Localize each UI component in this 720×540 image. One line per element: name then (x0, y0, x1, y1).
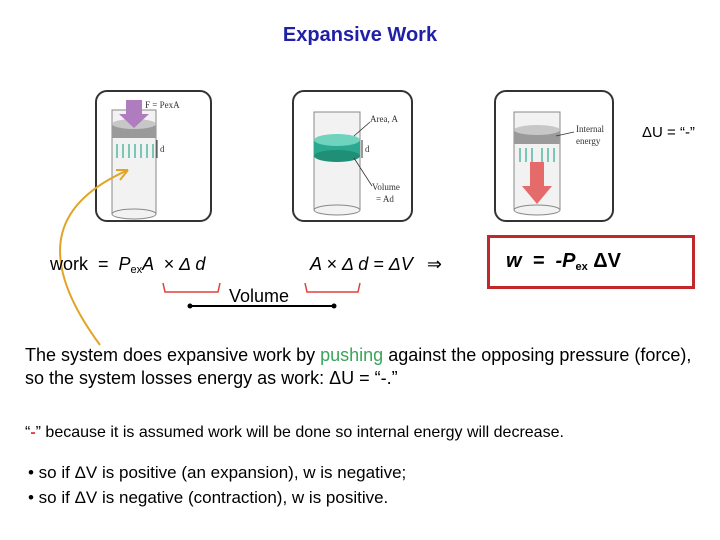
work-equation: work = PexA × Δ d (50, 254, 205, 276)
bullet-negative-contraction: • so if ΔV is negative (contraction), w … (28, 488, 389, 507)
piston-force-panel: F = PexA d (95, 90, 212, 222)
energy-label: energy (576, 136, 601, 146)
work-formula-box (487, 235, 695, 289)
volume-equation: A × Δ d = ΔV ⇒ (310, 254, 442, 275)
work-formula: w = -Pex ΔV (506, 250, 621, 273)
pushing-highlight: pushing (320, 345, 384, 365)
w-sub: ex (575, 261, 588, 273)
cylinder-base (513, 204, 561, 216)
internal-energy-illustration: Internal energy (513, 111, 604, 216)
volume-pointer (353, 157, 373, 187)
assumption-text: ” because it is assumed work will be don… (35, 424, 564, 441)
area-disk (314, 134, 360, 146)
cylinder-base (313, 204, 361, 216)
w-prefix: w = -P (506, 250, 576, 272)
delta-u-label: ΔU = “-” (642, 124, 695, 141)
energy-decrease-arrow-icon (522, 162, 552, 204)
curved-connector-arrow (59, 169, 129, 346)
w-rest: ΔV (587, 250, 621, 272)
implies-icon: ⇒ (426, 254, 442, 274)
pressure-arrows-icon (116, 144, 154, 158)
down-force-arrow-icon (119, 100, 149, 128)
volume-eq-text: A × Δ d = ΔV (310, 254, 413, 274)
piston-top (514, 125, 560, 135)
volume-eq-small: = Ad (376, 194, 394, 204)
assumption-note: “-” because it is assumed work will be d… (25, 421, 564, 444)
work-sub: ex (130, 264, 143, 276)
area-volume-panel: Area, A d Volume = Ad (292, 90, 413, 222)
work-p: P (118, 254, 131, 274)
work-prefix: work = (50, 254, 119, 274)
arrowhead-icon (116, 169, 129, 181)
open-quote: “ (25, 424, 31, 441)
area-volume-illustration: Area, A d Volume = Ad (313, 111, 400, 216)
link-dot-right (331, 303, 337, 309)
minus-sign: - (30, 424, 36, 441)
d-label: d (160, 144, 165, 154)
area-pointer (353, 121, 371, 137)
cylinder-base (111, 208, 157, 220)
d-label: d (365, 144, 370, 154)
para1-after: against the opposing pressure (force), s… (25, 345, 692, 388)
internal-label: Internal (576, 124, 604, 134)
page-title: Expansive Work (282, 24, 438, 46)
volume-label-small: Volume (372, 182, 400, 192)
para1-before: The system does expansive work by (25, 345, 321, 365)
energy-pointer (555, 131, 575, 137)
bullet-positive-expansion: • so if ΔV is positive (an expansion), w… (28, 463, 407, 482)
link-dot-left (187, 303, 193, 309)
force-label: F = PexA (145, 100, 180, 110)
explanation-paragraph: The system does expansive work by pushin… (25, 344, 715, 390)
piston-force-illustration: F = PexA d (111, 100, 180, 220)
pressure-arrows-icon (519, 148, 555, 162)
volume-label: Volume (229, 286, 290, 306)
work-rest: A × Δ d (142, 254, 206, 274)
area-label: Area, A (370, 114, 398, 124)
internal-energy-panel: Internal energy (494, 90, 614, 222)
volume-brackets (162, 282, 361, 293)
slab-bottom (314, 150, 360, 162)
